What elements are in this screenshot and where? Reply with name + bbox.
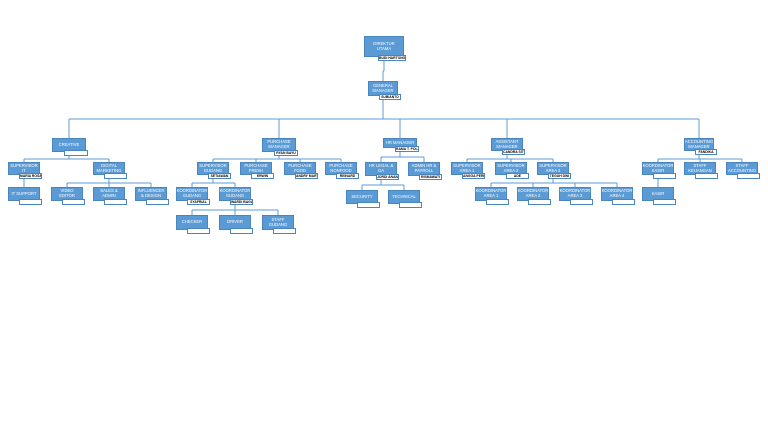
position-title: KOORDINATOR GUDANG bbox=[176, 187, 208, 201]
person-name-label: SYAFRIAL bbox=[187, 199, 210, 205]
person-name-label bbox=[146, 199, 169, 205]
org-node-staff-gudang: STAFF GUDANG bbox=[262, 215, 296, 234]
person-name-label: ERWIN bbox=[251, 173, 274, 179]
person-name-label: ANDRY MARTIN bbox=[295, 173, 318, 179]
position-title: TECHNICAL bbox=[388, 190, 420, 204]
org-node-staff-keuangan: STAFF KEUANGAN bbox=[684, 162, 718, 179]
org-node-security: SECURITY bbox=[346, 190, 380, 208]
person-name-label bbox=[273, 228, 296, 234]
person-name-label: CANDRA SITUNGKIR bbox=[502, 149, 525, 155]
person-name-label: REINARD bbox=[336, 173, 359, 179]
org-node-koor-area4: KOORDINATOR AREA 4 bbox=[601, 187, 635, 205]
person-name-label bbox=[399, 202, 422, 208]
org-node-sales-admin: SALES & ADMIN bbox=[93, 187, 127, 205]
person-name-label bbox=[104, 173, 127, 179]
person-name-label bbox=[570, 199, 593, 205]
position-title: DIREKTUR UTAMA bbox=[364, 36, 404, 57]
org-node-creative: CREATIVE bbox=[52, 138, 88, 156]
person-name-label bbox=[528, 199, 551, 205]
person-name-label: SUBIANTO bbox=[379, 94, 401, 100]
person-name-label bbox=[187, 228, 210, 234]
person-name-label bbox=[64, 150, 88, 156]
person-name-label: MARIA ROSA bbox=[19, 173, 42, 179]
person-name-label: RYAN BAYU bbox=[274, 150, 298, 156]
person-name-label: ANGGA PERDANA bbox=[462, 173, 485, 179]
org-node-koor-area1: KOORDINATOR AREA 1 bbox=[475, 187, 509, 205]
org-node-kasir: KASIR bbox=[642, 187, 676, 205]
org-node-it-support: IT SUPPORT bbox=[8, 187, 42, 205]
position-title: INFLUENCER & DESIGN bbox=[135, 187, 167, 201]
person-name-label bbox=[653, 173, 676, 179]
person-name-label: BUDI HARTONO bbox=[378, 55, 406, 61]
person-name-label: RAMA T. POLAND bbox=[395, 146, 419, 152]
person-name-label: RISMAWATI bbox=[419, 174, 442, 180]
person-name-label: ADE bbox=[506, 173, 529, 179]
person-name-label: JORDI ANANDA bbox=[376, 174, 399, 180]
person-name-label: TEGUH DWI bbox=[548, 173, 571, 179]
position-title: PURCHASE FRESH bbox=[240, 162, 272, 175]
person-name-label bbox=[486, 199, 509, 205]
person-name-label: WARDI BAGAS bbox=[230, 199, 253, 205]
person-name-label bbox=[19, 199, 42, 205]
person-name-label: FANDIKA bbox=[695, 149, 717, 155]
org-node-koor-area3: KOORDINATOR AREA 3 bbox=[559, 187, 593, 205]
org-node-influencer: INFLUENCER & DESIGN bbox=[135, 187, 169, 205]
org-node-koor-kasir: KOORDINATOR KASIR bbox=[642, 162, 676, 179]
position-title: KOORDINATOR AREA 4 bbox=[601, 187, 633, 201]
person-name-label bbox=[695, 173, 718, 179]
person-name-label bbox=[357, 202, 380, 208]
person-name-label bbox=[612, 199, 635, 205]
org-node-checker: CHECKER bbox=[176, 215, 210, 234]
person-name-label bbox=[653, 199, 676, 205]
position-title: KOORDINATOR AREA 1 bbox=[475, 187, 507, 201]
org-node-koor-area2: KOORDINATOR AREA 2 bbox=[517, 187, 551, 205]
person-name-label bbox=[104, 199, 127, 205]
person-name-label bbox=[230, 228, 253, 234]
person-name-label bbox=[62, 199, 85, 205]
person-name-label bbox=[737, 173, 760, 179]
org-node-digmkt: DIGITAL MARKETING bbox=[93, 162, 127, 179]
org-node-video-editor: VIDEO EDITOR bbox=[51, 187, 85, 205]
person-name-label: SETIAWAN bbox=[208, 173, 231, 179]
org-node-driver: DRIVER bbox=[219, 215, 253, 234]
org-node-technical: TECHNICAL bbox=[388, 190, 422, 208]
org-node-staff-accounting: STAFF ACCOUNTING bbox=[726, 162, 760, 179]
